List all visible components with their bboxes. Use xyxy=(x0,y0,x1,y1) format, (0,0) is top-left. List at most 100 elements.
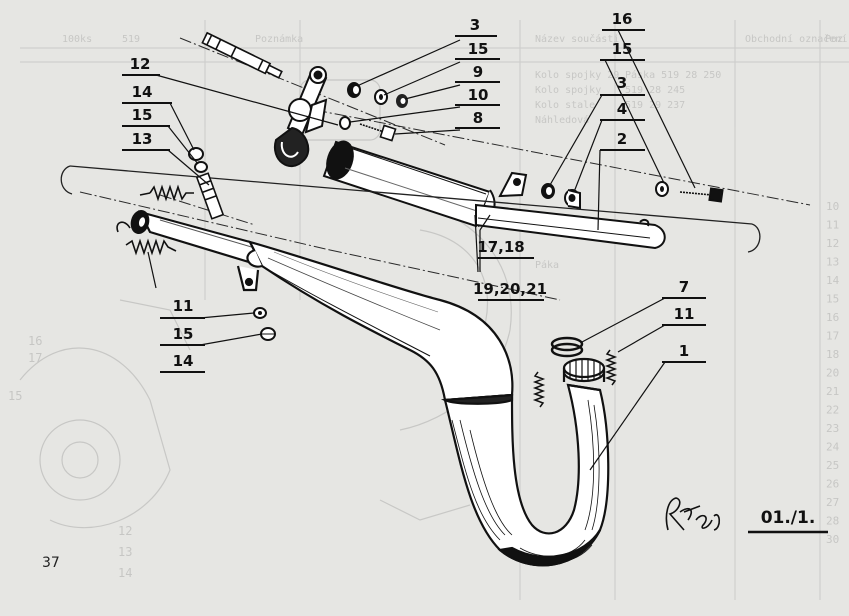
callout-1: 1 xyxy=(662,342,706,363)
part-14-top-nut xyxy=(188,147,204,161)
part-4-spacer xyxy=(564,189,581,210)
ghost-row-number: 18 xyxy=(826,348,839,361)
callout-11-left: 11 xyxy=(160,297,205,319)
callout-9: 9 xyxy=(455,63,500,83)
ghost-row-number: 27 xyxy=(826,496,839,509)
svg-text:15: 15 xyxy=(173,325,194,343)
part-13-damper-stud xyxy=(195,172,225,220)
ghost-row-number: 28 xyxy=(826,515,839,528)
part-15-right-washer xyxy=(655,181,669,197)
page-number: 37 xyxy=(42,555,60,571)
flange-ribs xyxy=(569,360,601,381)
callout-13: 13 xyxy=(122,130,170,151)
part-15-bottom-washer xyxy=(253,307,267,319)
part-3-top-bushing xyxy=(347,82,361,98)
ghost-row-number: 20 xyxy=(826,367,839,380)
ghost-line: Kolo spojky 29 xyxy=(535,70,619,81)
ghost-header: Obchodní označení xyxy=(745,33,847,45)
callout-8: 8 xyxy=(455,109,500,129)
svg-text:2: 2 xyxy=(617,130,627,148)
callout-17-18: 17,18 xyxy=(477,238,534,259)
callout-7: 7 xyxy=(662,278,706,299)
ghost-row-number: 23 xyxy=(826,422,839,435)
part-7-sealing-ring xyxy=(550,336,584,358)
svg-text:3: 3 xyxy=(617,74,627,92)
ghost-row-number: 22 xyxy=(826,404,839,417)
part-12-clamp-bracket xyxy=(273,66,328,167)
callout-14-top: 14 xyxy=(122,83,172,104)
ghost-left-number: 12 xyxy=(118,524,132,538)
part-15-top-washer xyxy=(374,89,388,105)
ghost-table-rules xyxy=(20,20,849,600)
ghost-line: Náhledová xyxy=(535,114,589,126)
ghost-row-number: 11 xyxy=(826,219,839,232)
ghost-line: 519 28 245 xyxy=(625,85,685,96)
svg-text:12: 12 xyxy=(130,55,151,73)
callout-12: 12 xyxy=(122,55,160,76)
callout-14-bottom: 14 xyxy=(160,352,205,373)
callout-labels: 3 15 9 10 8 16 15 3 xyxy=(122,10,706,373)
callout-10: 10 xyxy=(455,86,500,106)
leader-lines xyxy=(147,29,696,471)
signature xyxy=(665,497,721,531)
ghost-line: Páska 519 28 250 xyxy=(625,69,721,81)
callout-2: 2 xyxy=(600,130,645,151)
ghost-row-number: 24 xyxy=(826,441,840,454)
ghost-header: 100ks xyxy=(62,34,92,45)
part-14-bottom-nut xyxy=(260,327,276,341)
svg-text:15: 15 xyxy=(468,40,489,58)
svg-text:1: 1 xyxy=(679,342,689,360)
ghost-left-number: 14 xyxy=(118,566,132,580)
ghost-header: 519 xyxy=(122,34,140,45)
svg-text:15: 15 xyxy=(612,40,633,58)
phantom-tube-outline xyxy=(60,165,761,253)
callout-3-right: 3 xyxy=(600,74,645,96)
callout-19-20-21: 19,20,21 xyxy=(473,280,547,301)
part-13-pin-rod xyxy=(201,31,283,79)
ghost-row-number: 26 xyxy=(826,478,839,491)
part-11-spring-right xyxy=(532,349,618,408)
figure-number: 01./1. xyxy=(761,508,816,528)
ghost-header: Poz xyxy=(825,34,843,45)
ghost-row-number: 16 xyxy=(826,311,839,324)
part-10-small-washer xyxy=(339,116,351,130)
ghost-row-number: 10 xyxy=(826,200,839,213)
ghost-line: Kolo stale xyxy=(535,100,595,111)
svg-text:4: 4 xyxy=(617,100,627,118)
callout-15-left: 15 xyxy=(122,106,170,127)
svg-text:13: 13 xyxy=(132,130,153,148)
ghost-line: Kolo spojky xyxy=(535,85,601,96)
ghost-header: Poznámka xyxy=(255,33,303,45)
ghost-row-number: 30 xyxy=(826,533,839,546)
svg-text:16: 16 xyxy=(612,10,633,28)
part-8-bolt xyxy=(359,123,397,142)
svg-text:15: 15 xyxy=(132,106,153,124)
svg-text:19,20,21: 19,20,21 xyxy=(473,280,547,298)
ghost-row-number: 25 xyxy=(826,459,839,472)
part-11-spring-left xyxy=(116,184,194,256)
callout-4: 4 xyxy=(600,100,645,121)
svg-text:14: 14 xyxy=(173,352,194,370)
callout-3-top: 3 xyxy=(455,16,497,37)
ghost-left-number: 13 xyxy=(118,545,132,559)
ghost-row-number: 15 xyxy=(826,293,839,306)
ghost-row-number: 13 xyxy=(826,256,839,269)
ghost-row-number: 12 xyxy=(826,237,839,250)
part-1-exhaust-pipe xyxy=(130,210,610,567)
part-3-right-bushing xyxy=(541,183,555,199)
svg-text:3: 3 xyxy=(470,16,480,34)
part-2-bracket-tube xyxy=(322,140,666,250)
bleed-through-table: Poznámka 519 100ks Název součásti Obchod… xyxy=(8,20,849,600)
ghost-left-number: 17 xyxy=(28,351,42,365)
svg-text:11: 11 xyxy=(173,297,194,315)
ghost-line: Páka xyxy=(535,259,559,271)
ghost-header: Název součásti xyxy=(535,33,619,45)
part-15-left-washer xyxy=(194,161,208,173)
svg-text:17,18: 17,18 xyxy=(477,238,524,256)
ghost-left-number: 15 xyxy=(8,389,22,403)
ghost-row-number: 21 xyxy=(826,385,839,398)
figure-number-box: 01./1. xyxy=(748,508,828,534)
svg-text:10: 10 xyxy=(468,86,489,104)
